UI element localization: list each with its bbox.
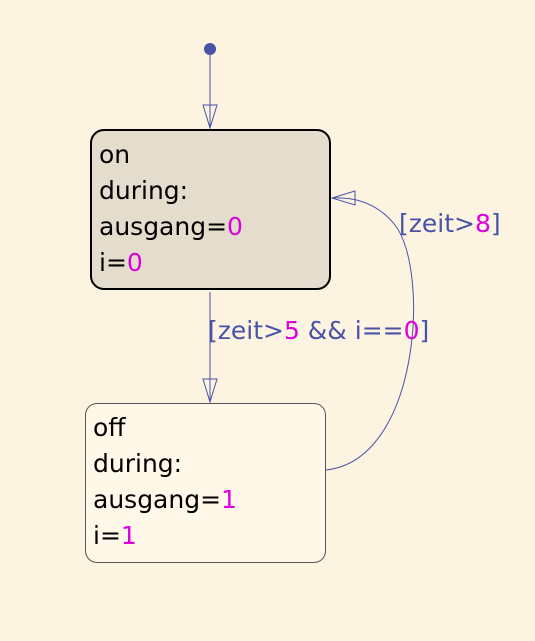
state-off-action-i-var: i= — [93, 521, 121, 550]
state-on-action-i: i=0 — [99, 245, 329, 281]
state-on-name: on — [99, 140, 131, 169]
transition-on-to-off-label[interactable]: [zeit>5 && i==0] — [208, 316, 429, 346]
transition-off-to-on-arrowhead — [330, 190, 356, 206]
state-off[interactable]: off during: ausgang=1 i=1 — [85, 403, 326, 563]
transition-off-to-on-label-close: ] — [490, 209, 501, 238]
default-transition-arrowhead — [202, 104, 218, 130]
state-on-action-ausgang: ausgang=0 — [99, 209, 329, 245]
state-off-action-ausgang-value: 1 — [221, 485, 237, 514]
transition-on-to-off-arrowhead — [202, 378, 218, 404]
state-on-during-keyword: during: — [99, 176, 189, 205]
transition-on-to-off-label-close: ] — [419, 316, 430, 345]
state-off-action-ausgang-var: ausgang= — [93, 485, 222, 514]
state-on-action-i-var: i= — [99, 248, 127, 277]
transition-off-to-on-label-open: [zeit> — [399, 209, 475, 238]
state-off-action-i-value: 1 — [120, 521, 137, 550]
state-on[interactable]: on during: ausgang=0 i=0 — [90, 129, 331, 290]
state-off-action-ausgang: ausgang=1 — [93, 482, 325, 518]
transition-on-to-off-label-n1: 5 — [283, 316, 300, 345]
state-on-action-ausgang-value: 0 — [227, 212, 243, 241]
transition-off-to-on-label-n1: 8 — [474, 209, 491, 238]
transition-off-to-on-curve[interactable] — [325, 197, 414, 471]
transition-on-to-off-label-open: [zeit> — [208, 316, 284, 345]
state-off-action-i: i=1 — [93, 518, 325, 554]
state-on-action-i-value: 0 — [126, 248, 143, 277]
state-off-during-keyword: during: — [93, 449, 183, 478]
transition-off-to-on-label[interactable]: [zeit>8] — [399, 209, 501, 239]
default-transition-dot[interactable] — [204, 43, 216, 55]
transition-on-to-off-label-mid: && i== — [299, 316, 404, 345]
state-on-action-ausgang-var: ausgang= — [99, 212, 228, 241]
transition-on-to-off-label-n2: 0 — [403, 316, 420, 345]
state-off-name: off — [93, 413, 126, 442]
